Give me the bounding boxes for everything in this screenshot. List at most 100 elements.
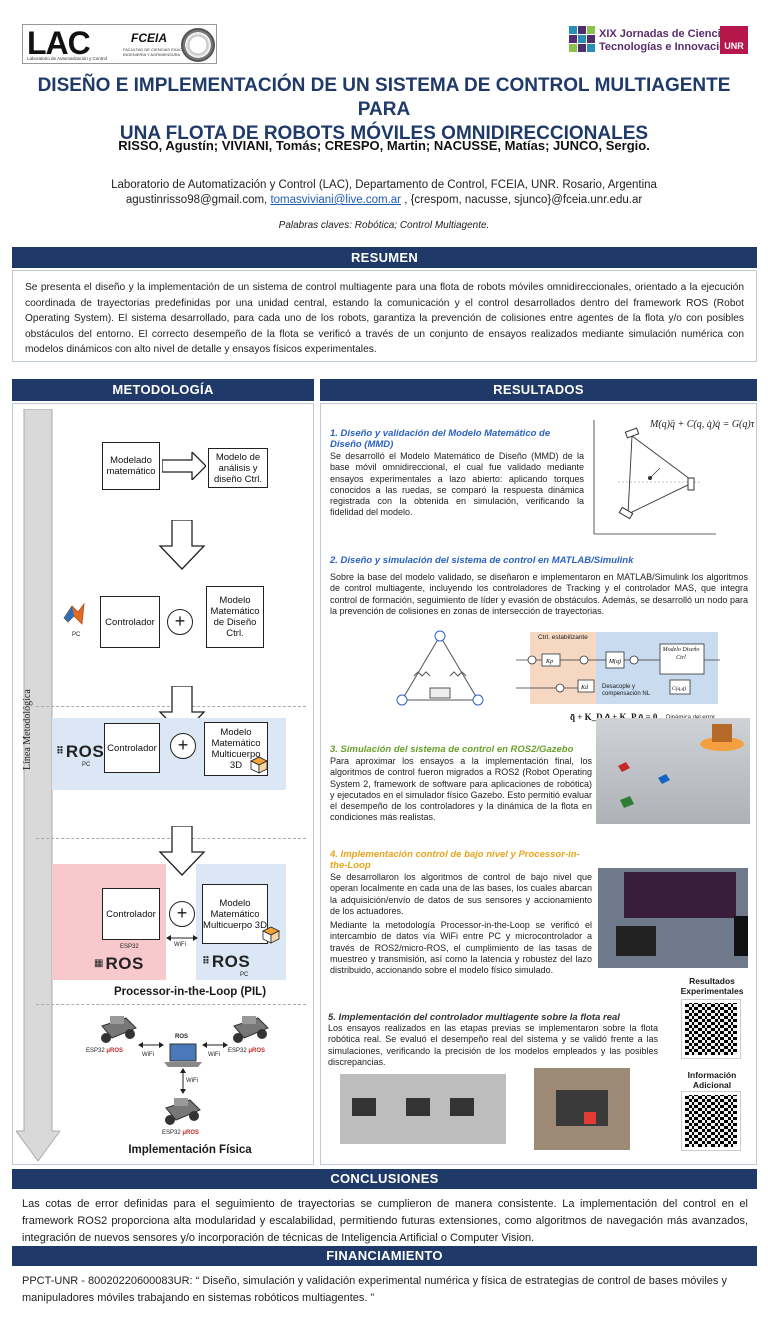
error-dynamics-equation: q̃̈ + K_D q̃̇ + K_P q̃ = 0 (570, 712, 658, 722)
modelo-multicuerpo-box: Modelo Matemático Multicuerpo 3D (204, 722, 268, 776)
fceia-logo-text: FCEIA (131, 31, 167, 45)
esp32-right-label: ESP32 (228, 1048, 247, 1054)
ctrl-estabilizante-label: Ctrl. estabilizante (538, 634, 588, 641)
robot-wheel (584, 1112, 596, 1124)
poster-title: DISEÑO E IMPLEMENTACIÓN DE UN SISTEMA DE… (20, 74, 748, 146)
financiamiento-header: FINANCIAMIENTO (12, 1246, 757, 1266)
result-4-text-2: Mediante la metodología Processor-in-the… (330, 920, 592, 976)
resultados-header: RESULTADOS (320, 379, 757, 401)
email-suffix: , {crespom, nacusse, sjunco}@fceia.unr.e… (401, 194, 643, 206)
plus-icon: + (170, 733, 196, 759)
email-prefix: agustinrisso98@gmail.com, (125, 194, 271, 206)
ros-logo-text: ROS (65, 742, 105, 761)
result-3-text: Para aproximar los ensayos a la implemen… (330, 756, 592, 823)
svg-text:M(q): M(q) (608, 658, 621, 665)
right-arrow-icon (162, 452, 206, 480)
result-5-title: 5. Implementación del controlador multia… (328, 1012, 620, 1023)
wifi-label-left: WiFi (142, 1052, 154, 1058)
pil-pc-label: PC (240, 972, 249, 978)
affiliation-block: Laboratorio de Automatización y Control … (20, 178, 748, 208)
robot-2 (406, 1098, 430, 1116)
conclusiones-text: Las cotas de error definidas para el seg… (22, 1198, 748, 1244)
affiliation: Laboratorio de Automatización y Control … (111, 179, 657, 191)
controlador-box-matlab: Controlador (100, 596, 160, 648)
plus-icon: + (167, 609, 193, 635)
qr-resultados-label: Resultados Experimentales (680, 976, 744, 996)
gazebo-simulation-image (596, 718, 750, 824)
stage-divider (36, 1004, 306, 1005)
modelado-box: Modelado matemático (102, 442, 160, 490)
micro-ros-logo-text: ROS (105, 954, 144, 973)
modelo-diseno-ctrl-block: Modelo Diseño Ctrl (662, 647, 700, 661)
qr-resultados-icon[interactable] (681, 999, 741, 1059)
uros-left-label: μROS (106, 1048, 124, 1054)
micro-ros-logo: ▦ROS (94, 954, 144, 973)
result-4-title: 4. Implementación control de bajo nivel … (330, 849, 580, 871)
svg-text:Kp: Kp (545, 659, 553, 665)
laptop-icon (164, 1043, 202, 1067)
robot-chassis (556, 1090, 608, 1126)
result-5-text: Los ensayos realizados en las etapas pre… (328, 1023, 658, 1067)
qr-info-icon[interactable] (681, 1091, 741, 1151)
gazebo-cube-icon (250, 756, 268, 774)
controlador-box-ros: Controlador (104, 723, 160, 773)
financiamiento-text: PPCT-UNR - 80020220600083UR: “ Diseño, s… (22, 1275, 727, 1304)
down-arrow-icon (158, 520, 206, 570)
resumen-panel: Se presenta el diseño y la implementació… (12, 270, 757, 362)
matlab-logo-icon (63, 602, 85, 625)
lac-logo-subtitle: Laboratorio de Automatización y Control (27, 56, 108, 61)
matlab-pc-label: PC (72, 632, 81, 638)
result-3-title: 3. Simulación del sistema de control en … (330, 744, 574, 755)
gazebo-scene (618, 724, 744, 808)
real-robot-photo (534, 1068, 630, 1150)
robot-1 (352, 1098, 376, 1116)
svg-text:Kd: Kd (580, 685, 589, 691)
jornadas-title: XIX Jornadas de Ciencias, Tecnologías e … (599, 28, 736, 54)
gazebo-cube-icon (262, 926, 280, 944)
resumen-header: RESUMEN (12, 247, 757, 268)
svg-text:C(q,q̇): C(q,q̇) (672, 685, 686, 692)
wifi-label-bottom: WiFi (186, 1078, 198, 1084)
esp32-uros-left: ESP32 μROS (86, 1048, 123, 1054)
ros-pc-label: PC (82, 762, 91, 768)
robot-bottom-icon (165, 1098, 201, 1125)
qr-info-label: Información Adicional (687, 1070, 737, 1090)
pil-label: Processor-in-the-Loop (PIL) (113, 986, 267, 998)
modelo-multicuerpo-pil-box: Modelo Matemático Multicuerpo 3D (202, 884, 268, 944)
ros-logo: ⠿ROS (56, 742, 105, 761)
methodology-vertical-label: Línea Metodológica (22, 689, 33, 770)
wifi-label: WiFi (174, 942, 186, 948)
down-arrow-icon (158, 826, 206, 876)
methodology-line-arrow-icon (16, 409, 60, 1161)
implementacion-fisica-label: Implementación Física (128, 1144, 252, 1156)
emails: agustinrisso98@gmail.com, tomasviviani@l… (20, 193, 748, 208)
ros-pc-logo-text: ROS (211, 952, 251, 971)
controlador-box-esp32: Controlador (102, 888, 160, 940)
result-1-text: Se desarrolló el Modelo Matemático de Di… (330, 451, 584, 518)
esp32-left-label: ESP32 (86, 1048, 105, 1054)
esp32-label: ESP32 (120, 944, 139, 950)
bidirectional-arrow-icon (166, 935, 198, 941)
modelo-diseno-box: Modelo Matemático de Diseño Ctrl. (206, 586, 264, 648)
robot-model-render (616, 926, 656, 956)
robot-right-icon (233, 1016, 269, 1043)
uros-bottom-label: μROS (182, 1130, 200, 1136)
email-link[interactable]: tomasviviani@live.com.ar (270, 194, 401, 206)
modelo-analisis-box: Modelo de análisis y diseño Ctrl. (208, 448, 268, 488)
wifi-arrow-down-icon (180, 1068, 186, 1094)
wifi-arrow-right-icon (202, 1042, 228, 1048)
keywords: Palabras claves: Robótica; Control Multi… (278, 220, 490, 231)
desacople-label: Desacople y compensación NL (602, 684, 651, 697)
result-2-title: 2. Diseño y simulación del sistema de co… (330, 555, 634, 566)
lac-logo: LAC Laboratorio de Automatización y Cont… (22, 24, 217, 64)
title-line-2: UNA FLOTA DE ROBOTS MÓVILES OMNIDIRECCIO… (119, 123, 649, 144)
robot-left-icon (101, 1016, 137, 1043)
conclusiones-header: CONCLUSIONES (12, 1169, 757, 1189)
esp32-board (734, 916, 748, 956)
result-4-text-1: Se desarrollaron los algoritmos de contr… (330, 872, 592, 916)
plus-icon: + (169, 901, 195, 927)
esp32-uros-bottom: ESP32 μROS (162, 1130, 199, 1136)
jornadas-logo-icon (569, 26, 595, 52)
metodologia-header: METODOLOGÍA (12, 379, 314, 401)
wifi-label-right: WiFi (208, 1052, 220, 1058)
